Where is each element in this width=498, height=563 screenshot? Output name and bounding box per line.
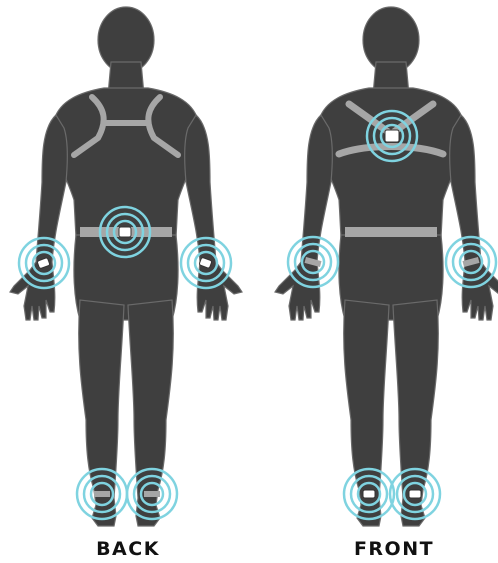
front-right-ankle-sensor-icon xyxy=(390,469,440,519)
back-left-ankle-sensor-icon xyxy=(77,469,127,519)
back-view-label: BACK xyxy=(48,538,208,560)
front-left-wrist-sensor-icon xyxy=(288,237,338,287)
front-figure xyxy=(275,7,498,526)
front-left-ankle-sensor-icon xyxy=(344,469,394,519)
front-waist-belt xyxy=(345,227,437,237)
front-right-wrist-sensor-icon xyxy=(446,237,496,287)
back-right-wrist-sensor-icon xyxy=(181,238,231,288)
back-right-ankle-sensor-icon xyxy=(127,469,177,519)
chest-sensor-icon xyxy=(367,111,417,161)
back-left-wrist-sensor-icon xyxy=(19,238,69,288)
back-figure xyxy=(10,7,242,526)
lower-back-sensor-icon xyxy=(100,207,150,257)
front-view-label: FRONT xyxy=(314,538,474,560)
